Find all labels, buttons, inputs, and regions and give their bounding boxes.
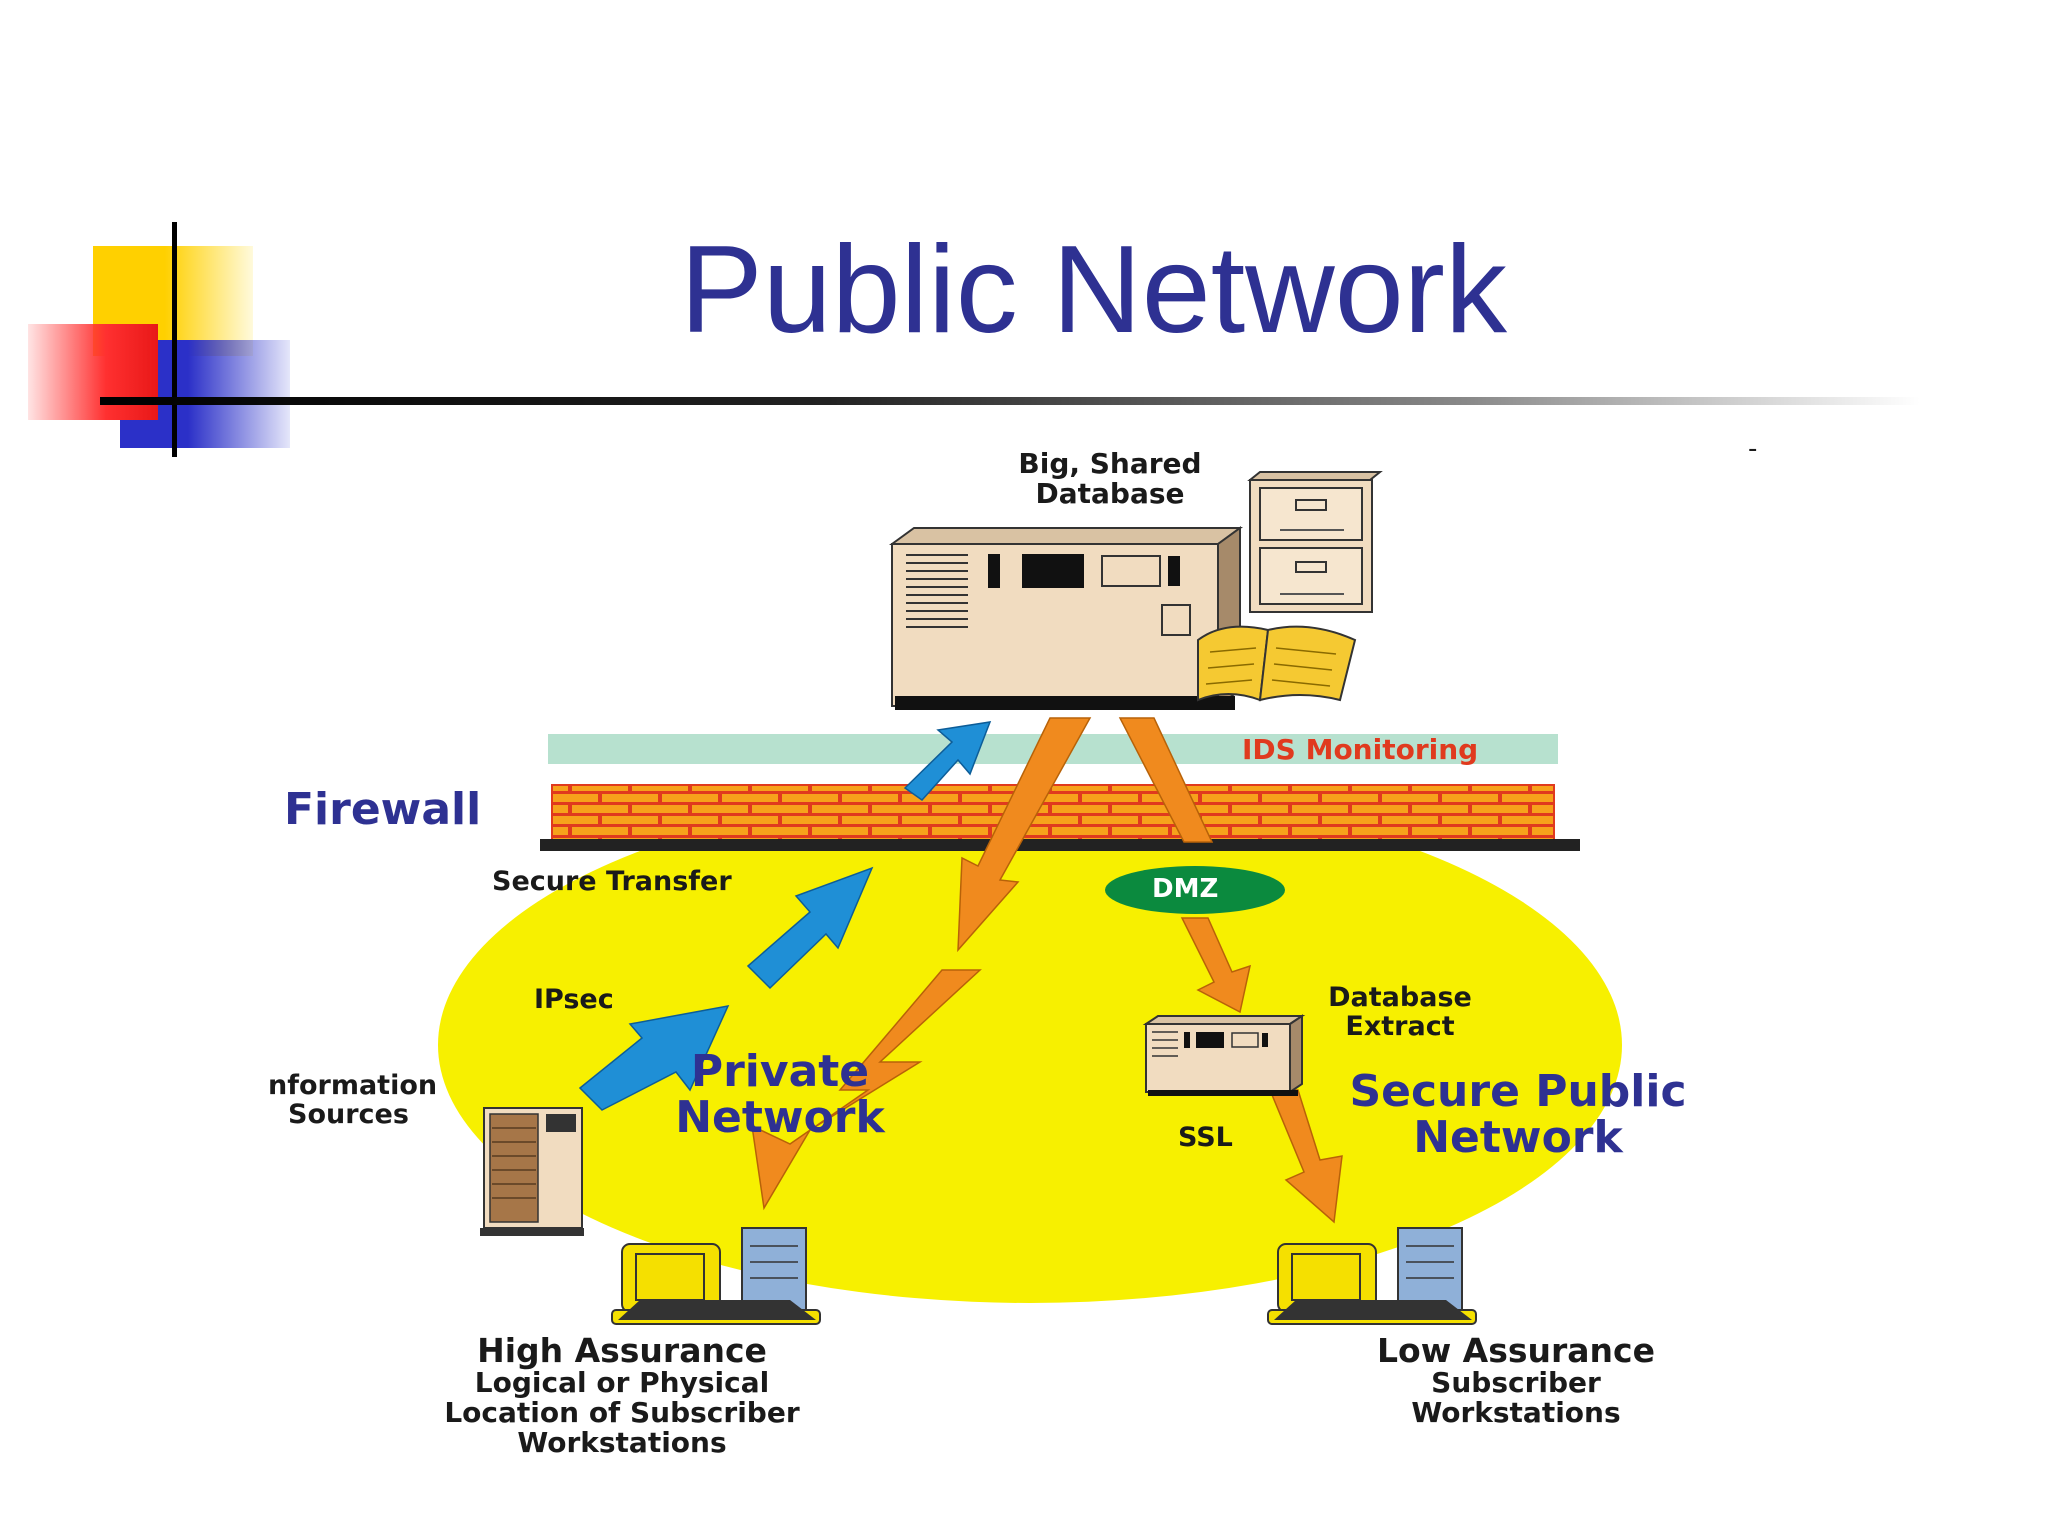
- dmz-badge: [1105, 866, 1285, 914]
- ssl-label: SSL: [1178, 1122, 1233, 1153]
- low-assurance-title: Low Assurance: [1377, 1331, 1655, 1370]
- database-extract-line1: Database: [1328, 982, 1472, 1013]
- blue-arrows: [578, 721, 992, 1111]
- private-network-label: Private Network: [640, 1050, 920, 1140]
- database-extract-label: Database Extract: [1300, 984, 1500, 1040]
- high-assurance-line2: Logical or Physical: [474, 1366, 770, 1399]
- secure-transfer-arrow-upper: [903, 721, 992, 801]
- open-book-icon: [1197, 625, 1357, 702]
- high-assurance-title: High Assurance: [477, 1331, 767, 1370]
- information-sources-line2: Sources: [288, 1099, 409, 1130]
- private-zigzag-arrow: [751, 969, 982, 1211]
- high-assurance-workstation-icon: [611, 1227, 821, 1325]
- information-sources-server-icon: [480, 1107, 584, 1236]
- db-to-private-arrow: [957, 717, 1092, 953]
- corner-ornament: [0, 0, 320, 470]
- ssl-arrow: [1268, 1089, 1343, 1224]
- database-extract-line2: Extract: [1345, 1011, 1455, 1042]
- firewall-label: Firewall: [284, 784, 482, 835]
- db-to-dmz-arrow: [1118, 717, 1214, 843]
- ipsec-label: IPsec: [534, 984, 614, 1015]
- database-extract-server-icon: [1142, 1014, 1306, 1096]
- filing-cabinet-icon: [1247, 471, 1383, 613]
- secure-public-line1: Secure Public: [1349, 1066, 1687, 1117]
- database-label: Big, Shared Database: [980, 450, 1240, 508]
- low-assurance-label: Low Assurance Subscriber Workstations: [1296, 1334, 1736, 1427]
- high-assurance-line3: Location of Subscriber: [444, 1396, 800, 1429]
- information-sources-label: nformation Sources: [268, 1072, 437, 1128]
- low-assurance-line3: Workstations: [1411, 1396, 1621, 1429]
- low-assurance-workstation-icon: [1267, 1227, 1477, 1325]
- high-assurance-label: High Assurance Logical or Physical Locat…: [372, 1334, 872, 1457]
- information-sources-line1: nformation: [268, 1070, 438, 1101]
- high-assurance-line4: Workstations: [517, 1426, 727, 1459]
- private-network-line1: Private: [690, 1046, 870, 1097]
- secure-transfer-label: Secure Transfer: [492, 866, 732, 897]
- ornament-vertical-line: [172, 222, 177, 457]
- ipsec-arrow-lower: [578, 1005, 730, 1111]
- database-label-line2: Database: [1035, 477, 1185, 510]
- firewall-wall: [551, 784, 1555, 842]
- secure-public-network-label: Secure Public Network: [1308, 1070, 1728, 1160]
- title-underline: [100, 397, 1920, 405]
- database-server-icon: [888, 526, 1244, 710]
- orange-arrows: [751, 717, 1343, 1224]
- secure-zone-ellipse: [438, 787, 1622, 1303]
- stray-mark: -: [1748, 434, 1758, 464]
- firewall-base: [540, 839, 1580, 851]
- secure-public-line2: Network: [1413, 1112, 1623, 1163]
- dmz-to-extract-arrow: [1180, 917, 1252, 1014]
- slide-title: Public Network: [680, 221, 1507, 359]
- low-assurance-line2: Subscriber: [1431, 1366, 1601, 1399]
- private-network-line2: Network: [675, 1092, 885, 1143]
- ipsec-arrow-middle: [746, 866, 874, 990]
- dmz-label: DMZ: [1152, 874, 1219, 904]
- ids-monitoring-label: IDS Monitoring: [1242, 733, 1479, 766]
- database-label-line1: Big, Shared: [1018, 447, 1202, 480]
